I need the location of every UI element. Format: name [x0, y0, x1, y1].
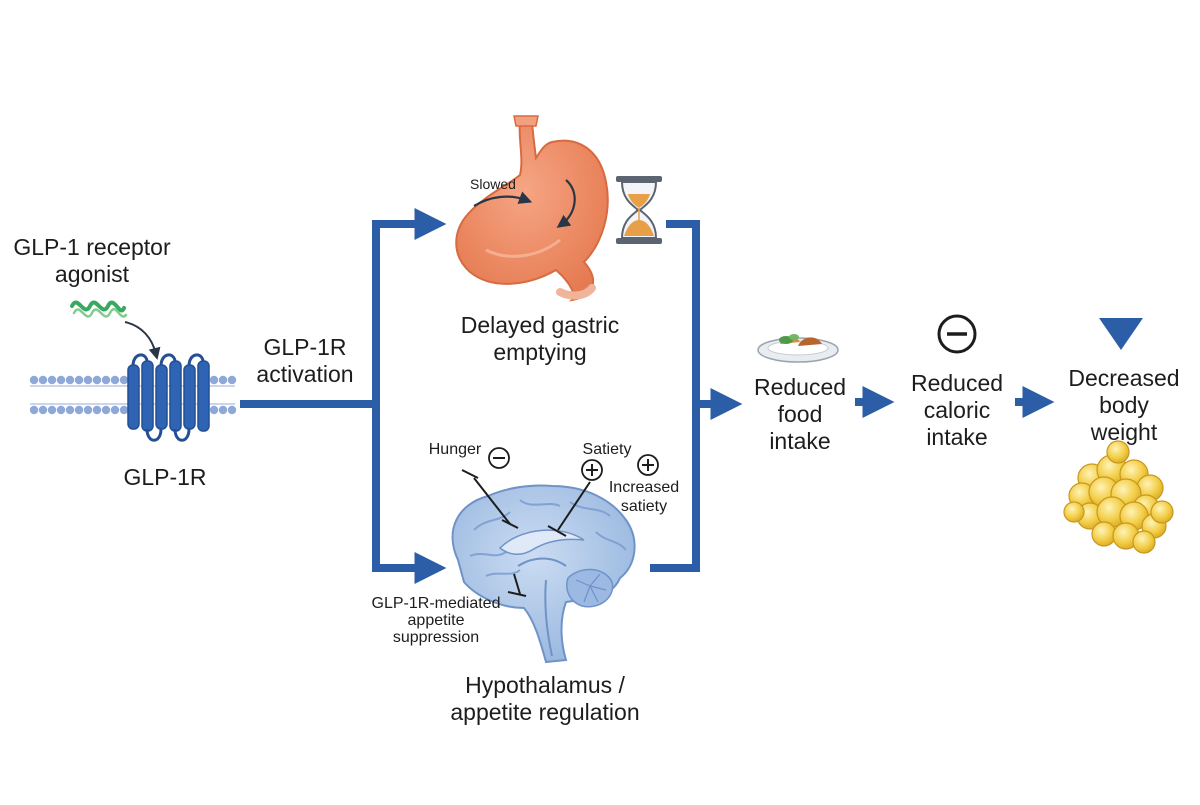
- membrane-head: [47, 375, 57, 385]
- hourglass-icon: [616, 176, 662, 244]
- membrane-head: [101, 405, 111, 415]
- membrane-head: [56, 405, 66, 415]
- body-weight-label: Decreased body weight: [1056, 365, 1192, 446]
- membrane-head: [209, 405, 219, 415]
- caloric-intake-label: Reduced caloric intake: [895, 370, 1019, 451]
- satiety-label: Satiety: [582, 441, 632, 458]
- hypothalamus-label-line2: appetite regulation: [450, 699, 640, 726]
- fat-cell: [1106, 440, 1130, 464]
- gastric-label-line1: Delayed gastric: [460, 312, 620, 338]
- fat-cell: [1132, 530, 1156, 554]
- stomach-icon: [455, 115, 609, 302]
- body-weight-line1: Decreased: [1068, 365, 1180, 391]
- increased-satiety-label: Increased satiety: [598, 479, 690, 517]
- food-intake-line1: Reduced: [753, 374, 847, 400]
- hypothalamus-label: Hypothalamus / appetite regulation: [420, 672, 670, 726]
- membrane-head: [74, 405, 84, 415]
- food-intake-line3: intake: [769, 428, 831, 455]
- membrane-head: [110, 375, 120, 385]
- increased-satiety-line1: Increased: [608, 479, 680, 496]
- cell-membrane: [29, 375, 237, 415]
- caloric-minus-icon: [937, 314, 977, 354]
- agonist-label: GLP-1 receptor agonist: [8, 234, 176, 288]
- slowed-label: Slowed: [470, 176, 516, 192]
- agonist-label-line2: agonist: [54, 261, 130, 288]
- body-weight-line3: weight: [1090, 419, 1158, 446]
- membrane-head: [92, 375, 102, 385]
- brain-icon: [451, 484, 636, 664]
- membrane-head: [218, 405, 228, 415]
- food-intake-line2: food: [777, 401, 823, 428]
- membrane-head: [47, 405, 57, 415]
- satiety-plus-icon: [581, 459, 603, 481]
- membrane-head: [29, 405, 39, 415]
- caloric-intake-line2: caloric: [923, 397, 991, 424]
- hunger-label: Hunger: [428, 441, 482, 458]
- membrane-head: [119, 405, 129, 415]
- hunger-tbar: [461, 469, 479, 479]
- arrow-to-stomach: [372, 208, 447, 404]
- regulation-lines: [461, 469, 591, 597]
- membrane-head: [209, 375, 219, 385]
- body-weight-line2: body: [1099, 392, 1149, 419]
- hunger-minus-icon: [488, 447, 510, 469]
- flow-arrows: [240, 208, 1126, 584]
- agonist-label-line1: GLP-1 receptor: [13, 234, 171, 260]
- fat-cell: [1091, 521, 1117, 547]
- membrane-head: [227, 405, 237, 415]
- membrane-head: [83, 405, 93, 415]
- mediated-label-line1: GLP-1R-mediated: [371, 595, 501, 612]
- hypothalamus-label-line1: Hypothalamus /: [465, 672, 625, 698]
- mediated-label: GLP-1R-mediated appetite suppression: [356, 595, 516, 646]
- fat-cells-icon: [1063, 440, 1174, 554]
- gastric-label: Delayed gastric emptying: [440, 312, 640, 366]
- peptide-icon: [70, 300, 161, 360]
- membrane-head: [29, 375, 39, 385]
- membrane-head: [110, 405, 120, 415]
- membrane-head: [83, 375, 93, 385]
- membrane-head: [218, 375, 228, 385]
- membrane-head: [38, 375, 48, 385]
- caloric-intake-line3: intake: [926, 424, 988, 451]
- mediated-label-line2: appetite: [407, 611, 465, 629]
- membrane-head: [65, 375, 75, 385]
- receptor-icon: [127, 353, 210, 442]
- membrane-head: [92, 405, 102, 415]
- receptor-label: GLP-1R: [123, 464, 207, 490]
- arrow-to-brain: [372, 404, 447, 584]
- mediated-label-line3: suppression: [392, 628, 480, 646]
- increased-satiety-line2: satiety: [620, 497, 668, 515]
- membrane-head: [56, 375, 66, 385]
- fat-cell: [1150, 500, 1174, 524]
- membrane-head: [119, 375, 129, 385]
- gastric-label-line2: emptying: [493, 339, 587, 366]
- arrow-from-brain: [650, 404, 700, 572]
- membrane-head: [38, 405, 48, 415]
- increased-satiety-plus-icon: [637, 454, 659, 476]
- food-intake-label: Reduced food intake: [740, 374, 860, 455]
- caloric-intake-line1: Reduced: [910, 370, 1004, 396]
- membrane-head: [65, 405, 75, 415]
- food-plate-icon: [757, 334, 839, 363]
- membrane-head: [101, 375, 111, 385]
- fat-cell: [1063, 501, 1085, 523]
- activation-label-line1: GLP-1R: [263, 334, 347, 360]
- membrane-head: [74, 375, 84, 385]
- activation-label: GLP-1R activation: [240, 334, 370, 388]
- activation-label-line2: activation: [256, 361, 354, 388]
- arrow-weight-down-head: [1099, 318, 1143, 350]
- arrow-from-stomach: [666, 220, 743, 420]
- membrane-head: [227, 375, 237, 385]
